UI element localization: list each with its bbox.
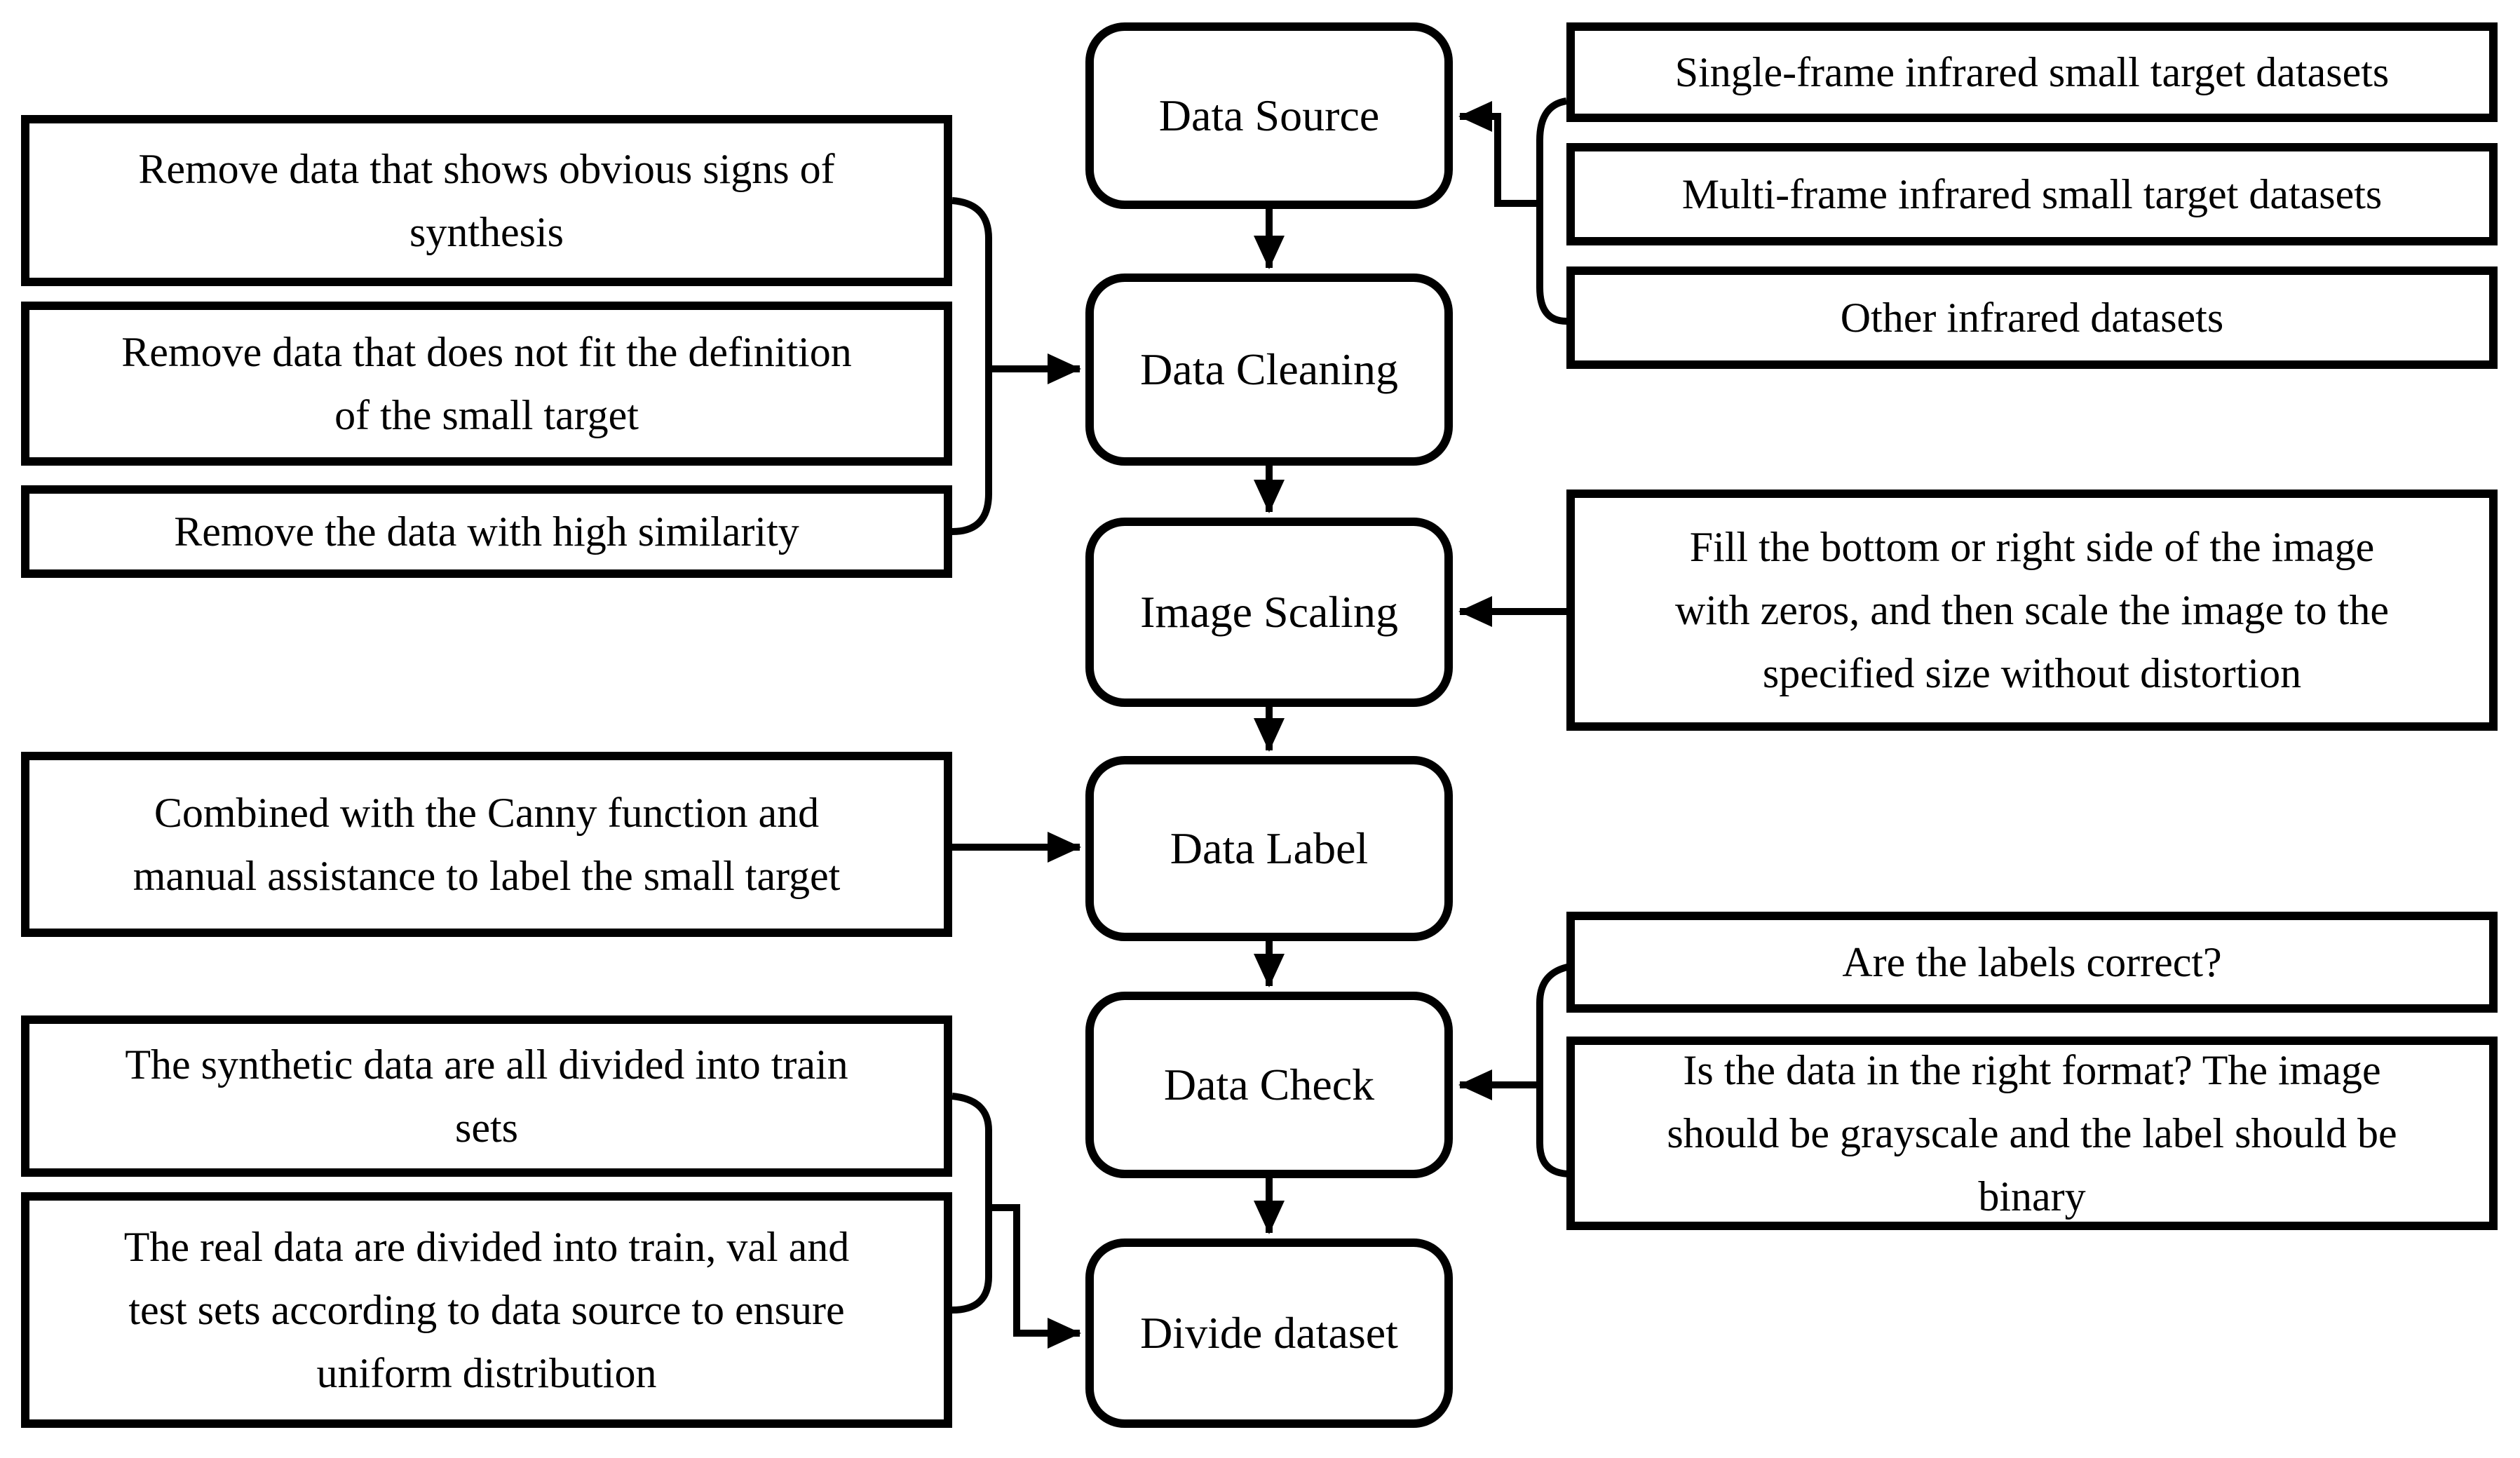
arrow-left-into-divide — [989, 1204, 1081, 1349]
bracket-left-cleaning — [951, 197, 992, 535]
note-canny-manual-labeling: Combined with the Canny function and man… — [21, 752, 952, 937]
flow-step-divide-dataset: Divide dataset — [1085, 1238, 1453, 1428]
flow-step-image-scaling: Image Scaling — [1085, 518, 1453, 707]
flow-step-data-check: Data Check — [1085, 992, 1453, 1178]
note-synthetic-train-sets: The synthetic data are all divided into … — [21, 1015, 952, 1177]
note-multi-frame-datasets: Multi-frame infrared small target datase… — [1566, 143, 2498, 245]
bracket-right-source — [1536, 97, 1568, 325]
note-remove-synthesis-signs: Remove data that shows obvious signs of … — [21, 115, 952, 286]
note-remove-high-similarity: Remove the data with high similarity — [21, 485, 952, 578]
note-real-data-division: The real data are divided into train, va… — [21, 1192, 952, 1428]
note-single-frame-datasets: Single-frame infrared small target datas… — [1566, 22, 2498, 122]
bracket-left-divide — [951, 1093, 992, 1314]
flow-step-data-source: Data Source — [1085, 22, 1453, 209]
arrow-right-into-source — [1458, 101, 1540, 207]
note-remove-not-fit-definition: Remove data that does not fit the defini… — [21, 302, 952, 466]
note-labels-correct: Are the labels correct? — [1566, 912, 2498, 1013]
note-fill-and-scale: Fill the bottom or right side of the ima… — [1566, 490, 2498, 731]
note-right-format: Is the data in the right format? The ima… — [1566, 1037, 2498, 1230]
flow-step-data-label: Data Label — [1085, 756, 1453, 941]
note-other-infrared-datasets: Other infrared datasets — [1566, 266, 2498, 369]
flow-step-data-cleaning: Data Cleaning — [1085, 274, 1453, 466]
bracket-right-check — [1536, 963, 1572, 1177]
